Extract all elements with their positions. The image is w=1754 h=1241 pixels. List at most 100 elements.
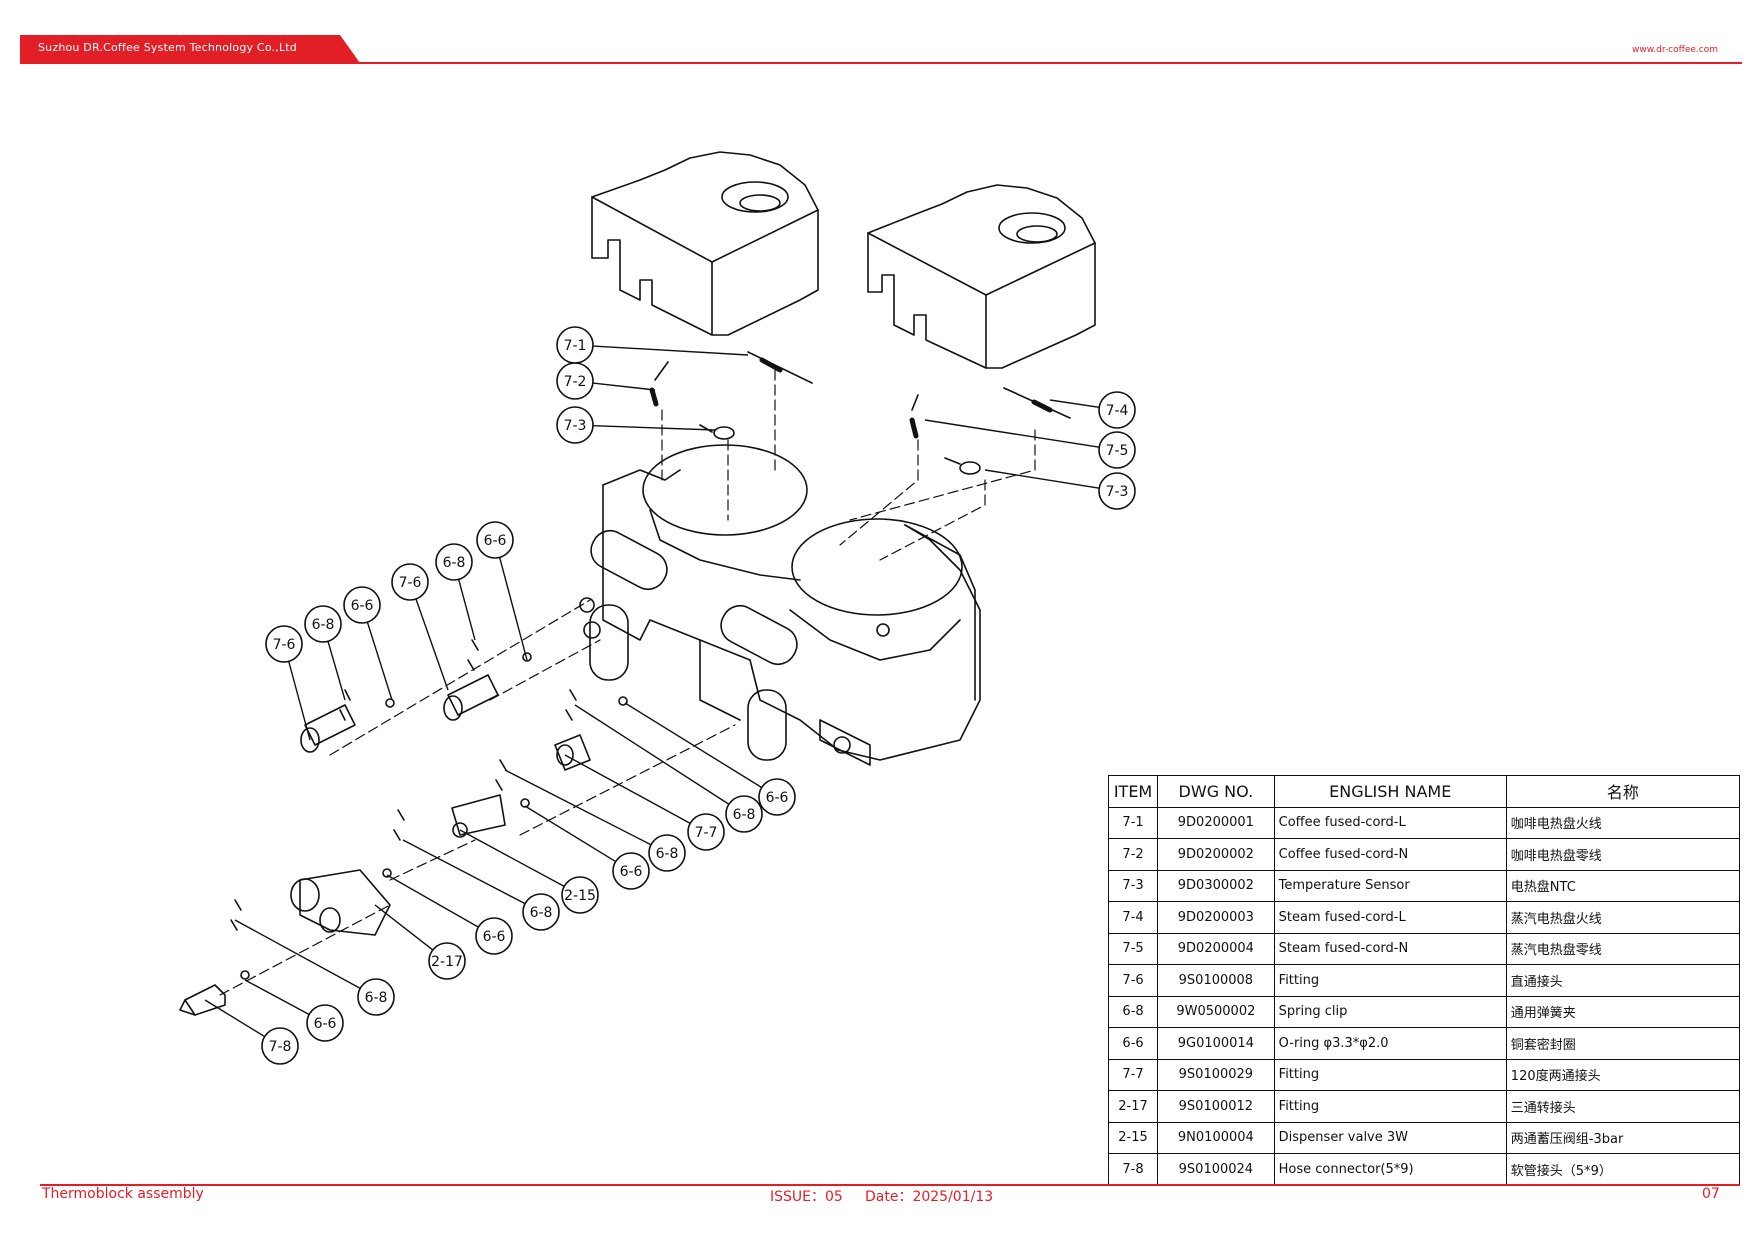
leader-line (288, 661, 311, 741)
cell-english: Steam fused-cord-L (1273, 901, 1507, 934)
footer-page-number: 07 (1702, 1186, 1720, 1202)
callout-label: 6-6 (351, 598, 374, 614)
callout-label: 7-5 (1106, 443, 1129, 459)
leader-line (234, 919, 361, 989)
leader-line (1049, 399, 1100, 409)
leader-line (327, 641, 346, 701)
callout-balloon (612, 852, 650, 890)
callout-6-6: 6-6 (476, 521, 528, 661)
cell-item: 2-17 (1107, 1090, 1159, 1123)
leader-line (459, 829, 565, 888)
callout-label: 6-6 (314, 1016, 337, 1032)
footer-issue: ISSUE：05 (770, 1189, 843, 1205)
callout-balloon (1098, 431, 1136, 469)
cell-item: 7-5 (1107, 932, 1159, 965)
leader-line (204, 999, 266, 1038)
leader-line (366, 621, 393, 701)
footer-date: Date：2025/01/13 (865, 1189, 994, 1205)
col-header-chinese: 名称 (1505, 775, 1741, 808)
callout-7-2: 7-2 (556, 362, 656, 400)
steam-boiler-cover (867, 184, 1096, 369)
callout-2-15: 2-15 (459, 829, 599, 914)
cell-english: Hose connector(5*9) (1273, 1153, 1507, 1186)
callout-balloon (687, 813, 725, 851)
cell-item: 7-7 (1107, 1058, 1159, 1091)
assembly-axes (219, 369, 1036, 996)
fittings-and-clips (179, 639, 628, 1016)
cell-dwg: 9D0200004 (1157, 932, 1275, 965)
leader-line (415, 598, 449, 691)
cell-item: 7-4 (1107, 901, 1159, 934)
callout-balloon (556, 362, 594, 400)
company-name: Suzhou DR.Coffee System Technology Co.,L… (38, 41, 297, 54)
cell-chinese: 蒸汽电热盘火线 (1505, 901, 1741, 934)
callout-7-8: 7-8 (204, 999, 299, 1065)
table-header-row: ITEM DWG NO. ENGLISH NAME 名称 (1107, 775, 1741, 808)
callout-label: 6-6 (620, 864, 643, 880)
callout-balloon (556, 406, 594, 444)
cell-dwg: 9D0200002 (1157, 838, 1275, 871)
cell-chinese: 咖啡电热盘火线 (1505, 806, 1741, 839)
callout-label: 2-17 (431, 954, 463, 970)
callout-6-8: 6-8 (574, 704, 763, 833)
leader-line (592, 345, 749, 356)
cell-dwg: 9N0100004 (1157, 1121, 1275, 1154)
callout-balloon (304, 605, 342, 643)
callout-label: 7-6 (399, 575, 422, 591)
callout-label: 6-8 (733, 807, 756, 823)
leader-line (574, 704, 730, 805)
callout-label: 2-15 (564, 888, 596, 904)
cell-english: Dispenser valve 3W (1273, 1121, 1507, 1154)
cell-item: 2-15 (1107, 1121, 1159, 1154)
callout-7-6: 7-6 (391, 563, 449, 691)
callout-balloon (1098, 472, 1136, 510)
callout-label: 7-4 (1106, 403, 1129, 419)
callout-balloon (475, 917, 513, 955)
thermoblock-body (579, 444, 981, 766)
fused-cords (649, 351, 1071, 475)
leader-line (924, 419, 1100, 448)
callout-balloon (1098, 391, 1136, 429)
cell-item: 6-8 (1107, 995, 1159, 1028)
leader-line (244, 979, 310, 1016)
coffee-boiler-cover (591, 151, 819, 336)
leader-line (504, 769, 652, 846)
cell-dwg: 9W0500002 (1157, 995, 1275, 1028)
col-header-dwg: DWG NO. (1157, 775, 1275, 808)
callout-7-6: 7-6 (265, 625, 311, 741)
header-tab (20, 35, 360, 63)
callout-6-6: 6-6 (244, 979, 344, 1042)
cell-dwg: 9D0300002 (1157, 869, 1275, 902)
leader-line (458, 579, 476, 641)
website-link[interactable]: www.dr-coffee.com (1631, 45, 1718, 55)
footer-rule (40, 1184, 1740, 1186)
callout-7-5: 7-5 (924, 419, 1136, 469)
cell-chinese: 两通蓄压阀组-3bar (1505, 1121, 1741, 1154)
callout-6-6: 6-6 (386, 874, 513, 955)
callout-label: 6-6 (483, 929, 506, 945)
callout-6-8: 6-8 (234, 919, 395, 1016)
page-header: Suzhou DR.Coffee System Technology Co.,L… (20, 35, 1742, 65)
callout-label: 6-8 (365, 990, 388, 1006)
cell-chinese: 通用弹簧夹 (1505, 995, 1741, 1028)
cell-english: Fitting (1273, 1058, 1507, 1091)
callout-balloon (648, 834, 686, 872)
callout-balloon (758, 778, 796, 816)
leader-line (592, 424, 716, 431)
footer-title: Thermoblock assembly (42, 1186, 204, 1202)
leader-line (984, 469, 1100, 489)
callout-balloon (306, 1004, 344, 1042)
leader-line (564, 754, 691, 824)
callout-balloon (725, 795, 763, 833)
callout-label: 6-8 (530, 905, 553, 921)
callout-label: 6-8 (443, 555, 466, 571)
callout-7-7: 7-7 (564, 754, 725, 851)
callout-label: 7-8 (269, 1039, 292, 1055)
